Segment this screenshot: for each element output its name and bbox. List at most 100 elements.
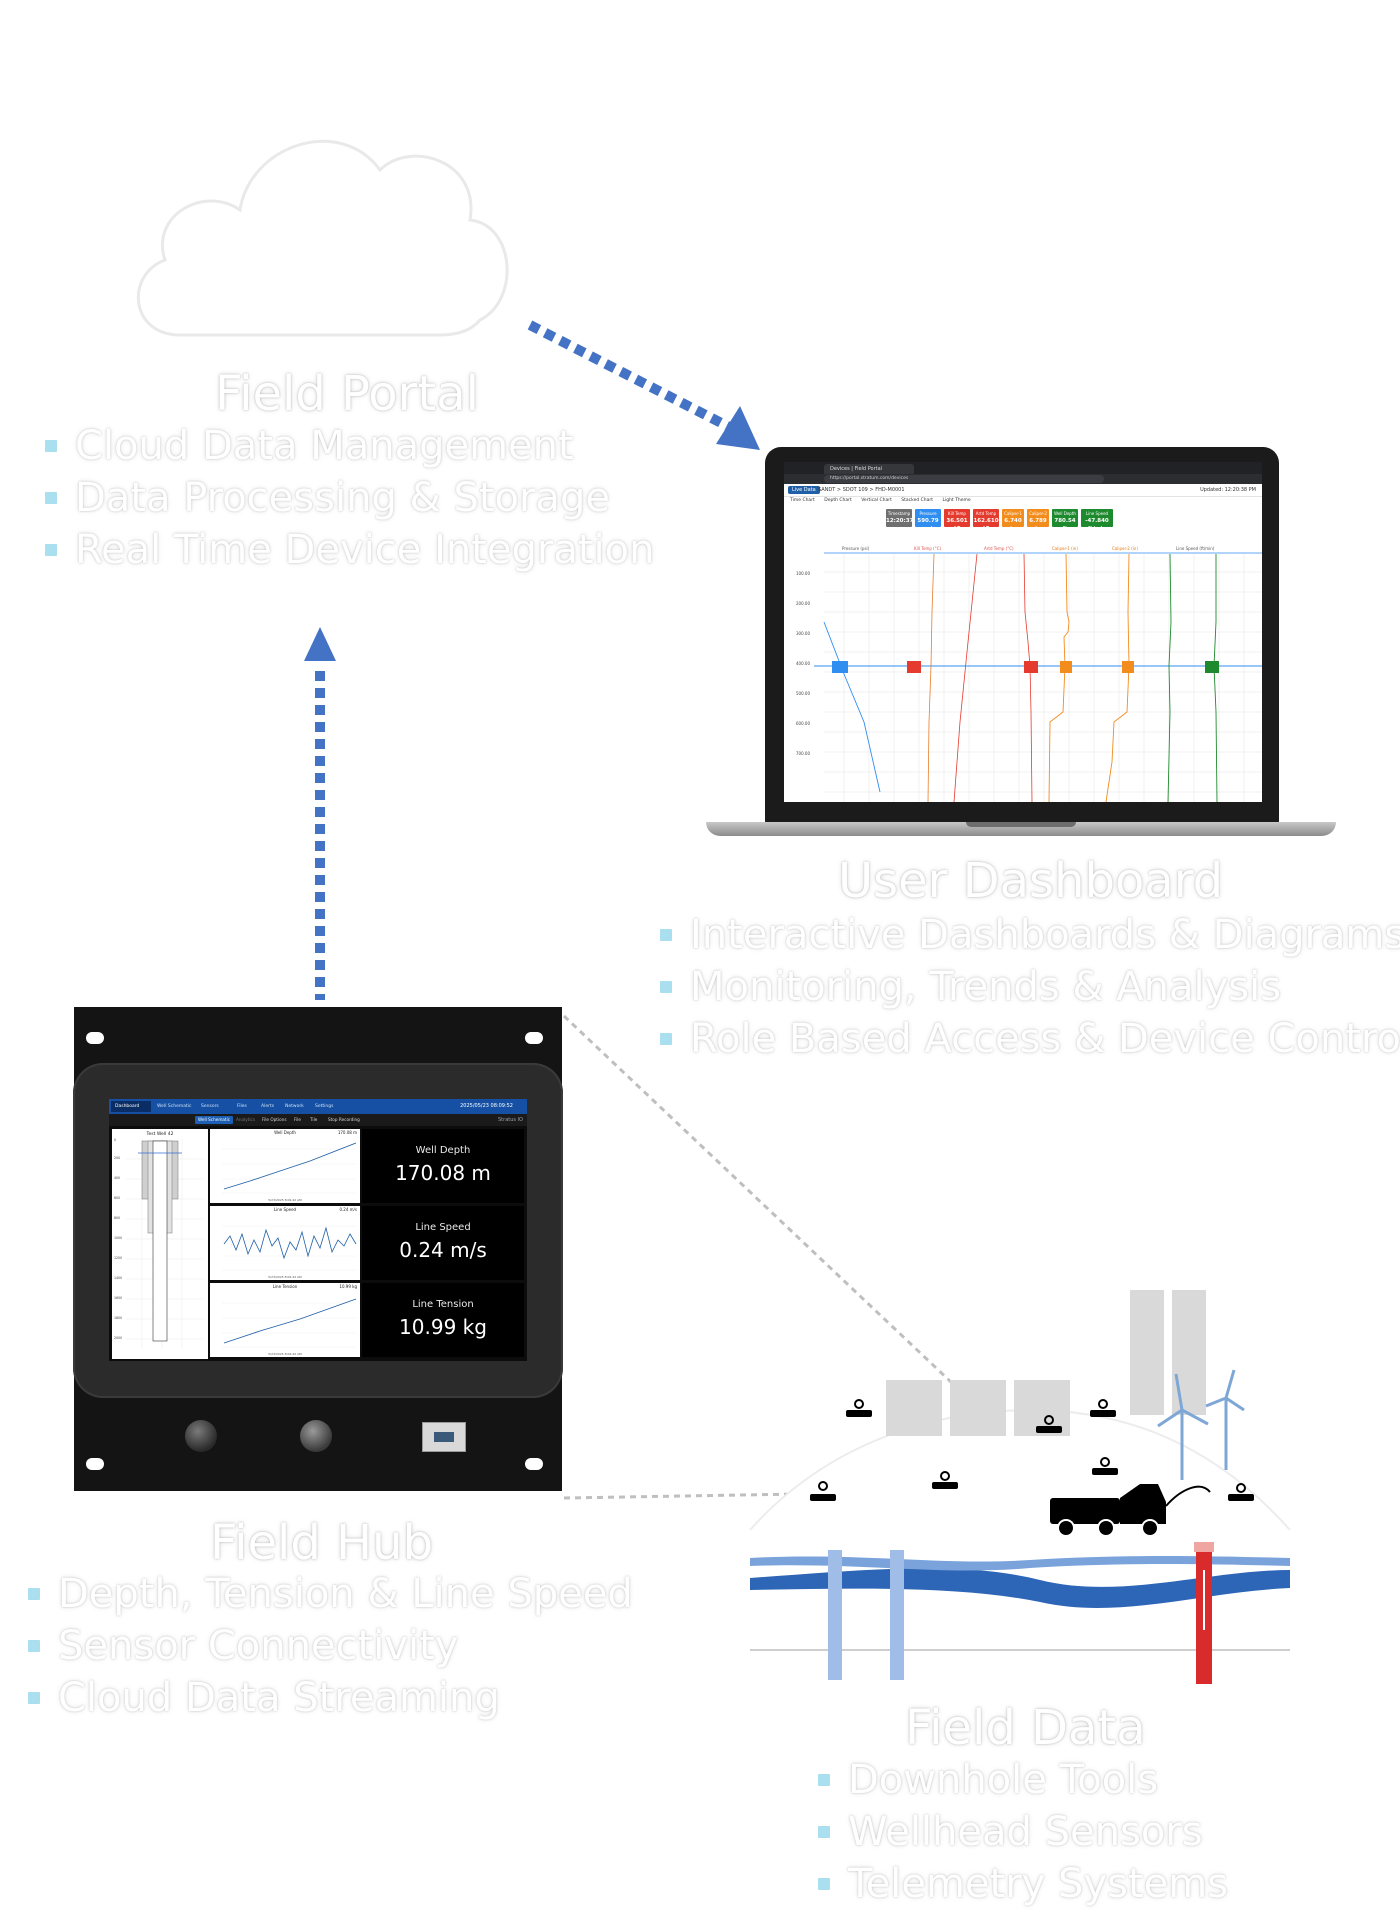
chart-title: Line Tension bbox=[272, 1284, 298, 1289]
tower-building bbox=[1130, 1290, 1164, 1415]
field-hub-title: Field Hub bbox=[210, 1515, 434, 1571]
list-item: Role Based Access & Device Control bbox=[660, 1013, 1400, 1065]
line-tension-chart: Line Tension 10.99 kg 5/23/2025 8:09:42 … bbox=[210, 1283, 360, 1357]
depth-tick-label: 100.00 bbox=[796, 571, 810, 576]
toggle-vertical-chart[interactable]: Vertical Chart bbox=[861, 498, 892, 503]
chart-value: 0.24 m/s bbox=[339, 1207, 357, 1212]
track-header: Caliper-1 (in) bbox=[1052, 546, 1078, 551]
line-speed-chart: Line Speed 0.24 m/s 5/23/2025 8:09:42 AM bbox=[210, 1206, 360, 1280]
track-header: Pressure (psi) bbox=[842, 546, 870, 551]
hub-datetime: 2025/05/23 08:09:52 bbox=[460, 1103, 513, 1109]
laptop-base bbox=[706, 822, 1336, 836]
metric-value: 170.08 m bbox=[395, 1161, 491, 1185]
list-item: Telemetry Systems bbox=[818, 1858, 1228, 1910]
logging-truck-icon bbox=[1050, 1484, 1211, 1537]
list-item: Data Processing & Storage bbox=[45, 472, 654, 524]
power-button[interactable] bbox=[300, 1420, 332, 1452]
offset-well bbox=[828, 1550, 842, 1680]
line-speed-marker bbox=[1205, 661, 1219, 673]
toggle-time-chart[interactable]: Time Chart bbox=[790, 498, 815, 503]
chart-toggles: Time Chart Depth Chart Vertical Chart St… bbox=[790, 498, 979, 503]
offset-well bbox=[890, 1550, 904, 1680]
mount-hole bbox=[86, 1032, 104, 1044]
well-tick-label: 200 bbox=[114, 1156, 120, 1160]
well-schematic-button[interactable]: Well Schematic bbox=[195, 1116, 234, 1124]
building bbox=[886, 1380, 942, 1436]
hub-menu-sensors[interactable]: Sensors bbox=[201, 1104, 219, 1109]
artd-temp-marker bbox=[1024, 661, 1038, 673]
live-data-button[interactable]: Live Data bbox=[788, 486, 820, 494]
metric-well-depth: Well Depth 170.08 m bbox=[362, 1129, 524, 1203]
list-item: Cloud Data Management bbox=[45, 420, 654, 472]
well-tick-label: 600 bbox=[114, 1196, 120, 1200]
kill-temp-marker bbox=[907, 661, 921, 673]
depth-tracks-chart: Pressure (psi) Kill Temp (°C) Artd Temp … bbox=[796, 546, 1262, 802]
toggle-stacked-chart[interactable]: Stacked Chart bbox=[901, 498, 934, 503]
stop-recording-button[interactable]: Stop Recording bbox=[328, 1117, 360, 1122]
hub-menubar bbox=[109, 1099, 527, 1114]
field-hub-bullets: Depth, Tension & Line Speed Sensor Conne… bbox=[28, 1568, 633, 1724]
well-tick-label: 1200 bbox=[114, 1256, 122, 1260]
formation-layer bbox=[750, 1556, 1290, 1571]
metric-label: Line Speed bbox=[415, 1222, 471, 1233]
well-bore bbox=[152, 1140, 168, 1342]
hub-menu-network[interactable]: Network bbox=[285, 1104, 304, 1109]
well-schematic-graphic: Test Well 42 0 200 400 600 800 1000 1200… bbox=[114, 1131, 204, 1349]
cloud-icon bbox=[136, 139, 509, 337]
tile-button[interactable]: Tile bbox=[310, 1117, 318, 1122]
chart-timestamp: 5/23/2025 8:09:42 AM bbox=[268, 1198, 302, 1202]
browser-tab[interactable]: Devices | Field Portal bbox=[824, 464, 914, 474]
metric-label: Well Depth bbox=[415, 1145, 471, 1156]
file-button[interactable]: File bbox=[294, 1117, 302, 1122]
track-header: Artd Temp (°C) bbox=[984, 546, 1014, 551]
line-speed-trace bbox=[1167, 553, 1172, 802]
field-portal-bullets: Cloud Data Management Data Processing & … bbox=[45, 420, 654, 576]
depth-tick-label: 300.00 bbox=[796, 631, 810, 636]
toggle-light-theme[interactable]: Light Theme bbox=[942, 498, 971, 503]
hub-menu-files[interactable]: Files bbox=[237, 1104, 247, 1109]
caliper-2-trace bbox=[1105, 553, 1130, 802]
hub-menu-well-schematic[interactable]: Well Schematic bbox=[157, 1104, 192, 1109]
laptop-notch bbox=[966, 822, 1076, 827]
hub-menu-settings[interactable]: Settings bbox=[315, 1104, 334, 1109]
hub-menu-dashboard[interactable]: Dashboard bbox=[115, 1104, 140, 1109]
toggle-depth-chart[interactable]: Depth Chart bbox=[824, 498, 852, 503]
list-item: Real Time Device Integration bbox=[45, 524, 654, 576]
chart-timestamp: 5/23/2025 8:09:42 AM bbox=[268, 1352, 302, 1356]
well-tick-label: 400 bbox=[114, 1176, 120, 1180]
analytics-button[interactable]: Analytics bbox=[236, 1117, 256, 1122]
chart-timestamp: 5/23/2025 8:09:42 AM bbox=[268, 1275, 302, 1279]
breadcrumb-bar bbox=[784, 484, 1262, 497]
url-field[interactable]: https://portal.stratum.com/devices bbox=[824, 475, 1104, 483]
metric-line-tension: Line Tension 10.99 kg bbox=[362, 1283, 524, 1357]
chart-title: Well Depth bbox=[274, 1130, 296, 1135]
hub-menu-alerts[interactable]: Alerts bbox=[261, 1104, 275, 1109]
connector-port bbox=[185, 1420, 217, 1452]
field-data-title: Field Data bbox=[905, 1700, 1146, 1756]
field-portal-title: Field Portal bbox=[215, 366, 479, 422]
hub-to-field-link bbox=[562, 1014, 972, 1500]
building bbox=[950, 1380, 1006, 1436]
list-item: Interactive Dashboards & Diagrams bbox=[660, 909, 1400, 961]
metric-value: 0.24 m/s bbox=[399, 1238, 487, 1262]
usb-port bbox=[422, 1422, 466, 1452]
wellhead bbox=[1194, 1542, 1214, 1552]
tower-building bbox=[1172, 1290, 1206, 1415]
well-tick-label: 800 bbox=[114, 1216, 120, 1220]
mount-hole bbox=[525, 1032, 543, 1044]
dashboard-screen: Devices | Field Portal https://portal.st… bbox=[784, 462, 1262, 802]
hub-to-cloud-arrow bbox=[304, 627, 336, 1000]
caliper-2-marker bbox=[1122, 661, 1134, 673]
file-options-button[interactable]: File Options bbox=[262, 1117, 287, 1122]
wireless-sensor-icon bbox=[810, 1399, 1254, 1501]
track-header: Line Speed (ft/min) bbox=[1176, 546, 1215, 551]
metric-value: 10.99 kg bbox=[399, 1315, 487, 1339]
depth-tick-label: 500.00 bbox=[796, 691, 810, 696]
kill-temp-trace bbox=[927, 553, 935, 802]
list-item: Cloud Data Streaming bbox=[28, 1672, 633, 1724]
field-data-scene bbox=[749, 1290, 1291, 1684]
field-data-bullets: Downhole Tools Wellhead Sensors Telemetr… bbox=[818, 1754, 1228, 1910]
hub-screen: Dashboard Well Schematic Sensors Files A… bbox=[109, 1099, 527, 1361]
updated-time: Updated: 12:20:38 PM bbox=[1200, 487, 1256, 493]
